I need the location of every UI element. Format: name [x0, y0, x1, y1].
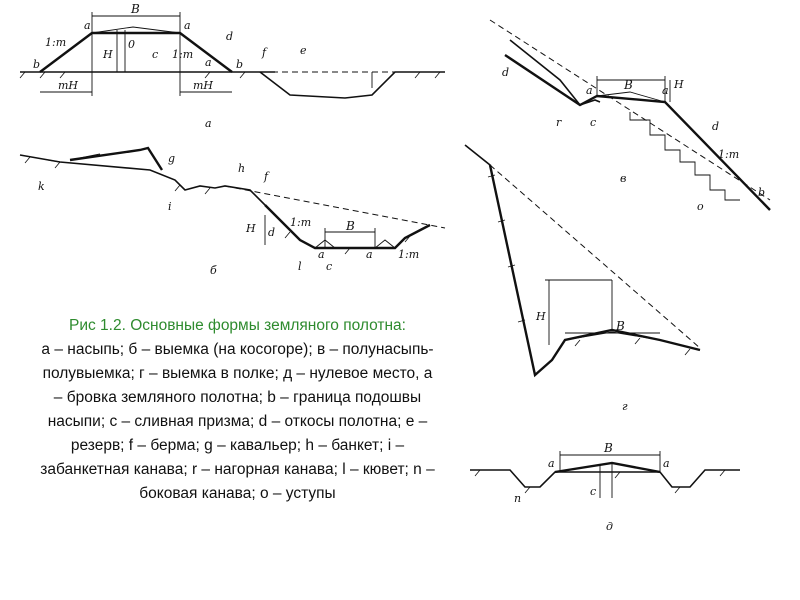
- label-f: f: [261, 46, 268, 59]
- label-b: b: [758, 186, 765, 199]
- label-b: b: [236, 58, 243, 71]
- panel-v-half-cut: d a a B H r c d 1:m b o в: [489, 19, 771, 213]
- caption-body: а – насыпь; б – выемка (на косогоре); в …: [40, 341, 435, 502]
- label-e: e: [300, 44, 307, 57]
- figure-caption: Рис 1.2. Основные формы земляного полотн…: [40, 314, 435, 506]
- label-slope: 1:m: [718, 148, 739, 161]
- label-B: B: [345, 219, 355, 233]
- label-d: d: [712, 120, 719, 133]
- panel-label-d: д: [606, 520, 613, 533]
- label-a: a: [548, 457, 555, 470]
- panel-label-a: а: [205, 117, 212, 130]
- label-k: k: [38, 180, 45, 193]
- label-o: o: [697, 200, 704, 213]
- label-l: l: [298, 260, 302, 273]
- label-slope: 1:m: [398, 248, 419, 261]
- label-a: a: [586, 84, 593, 97]
- label-B: B: [623, 78, 633, 92]
- label-f: f: [263, 170, 270, 183]
- panel-d-zero-place: B a a n c д: [470, 441, 740, 533]
- label-B: B: [130, 2, 140, 16]
- label-a: a: [663, 457, 670, 470]
- label-h: h: [238, 162, 245, 175]
- label-mH: mH: [58, 79, 78, 92]
- panel-a-embankment: a a b b B H 0 c d f e 1:m 1:m a mH mH а: [19, 2, 445, 130]
- label-c: c: [590, 116, 596, 129]
- label-i: i: [168, 200, 172, 213]
- label-H: H: [245, 222, 256, 235]
- label-c: c: [152, 48, 158, 61]
- label-g: g: [168, 152, 175, 165]
- panel-g-shelf-cut: H B г: [464, 144, 701, 413]
- label-a: a: [662, 84, 669, 97]
- label-slope: 1:m: [172, 48, 193, 61]
- label-a: a: [318, 248, 325, 261]
- label-a: a: [366, 248, 373, 261]
- label-zero: 0: [128, 38, 135, 51]
- label-n: n: [514, 492, 521, 505]
- panel-label-b: б: [210, 264, 217, 277]
- label-r: r: [556, 116, 562, 129]
- label-B: B: [603, 441, 613, 455]
- label-H: H: [535, 310, 546, 323]
- label-B: B: [615, 319, 625, 333]
- label-d: d: [502, 66, 509, 79]
- label-H: H: [102, 48, 113, 61]
- label-d: d: [268, 226, 275, 239]
- label-a: a: [84, 19, 91, 32]
- panel-label-v: в: [620, 172, 626, 185]
- label-H: H: [673, 78, 684, 91]
- label-c: c: [326, 260, 332, 273]
- label-slope: 1:m: [45, 36, 66, 49]
- label-b: b: [33, 58, 40, 71]
- label-a: a: [184, 19, 191, 32]
- panel-b-cut: g k h f i H d 1:m B a a 1:m l c б: [19, 146, 446, 277]
- label-a: a: [205, 56, 212, 69]
- panel-label-g: г: [622, 400, 628, 413]
- label-mH: mH: [193, 79, 213, 92]
- label-slope: 1:m: [290, 216, 311, 229]
- label-d: d: [226, 30, 233, 43]
- label-c: c: [590, 485, 596, 498]
- caption-title: Рис 1.2. Основные формы земляного полотн…: [69, 317, 406, 334]
